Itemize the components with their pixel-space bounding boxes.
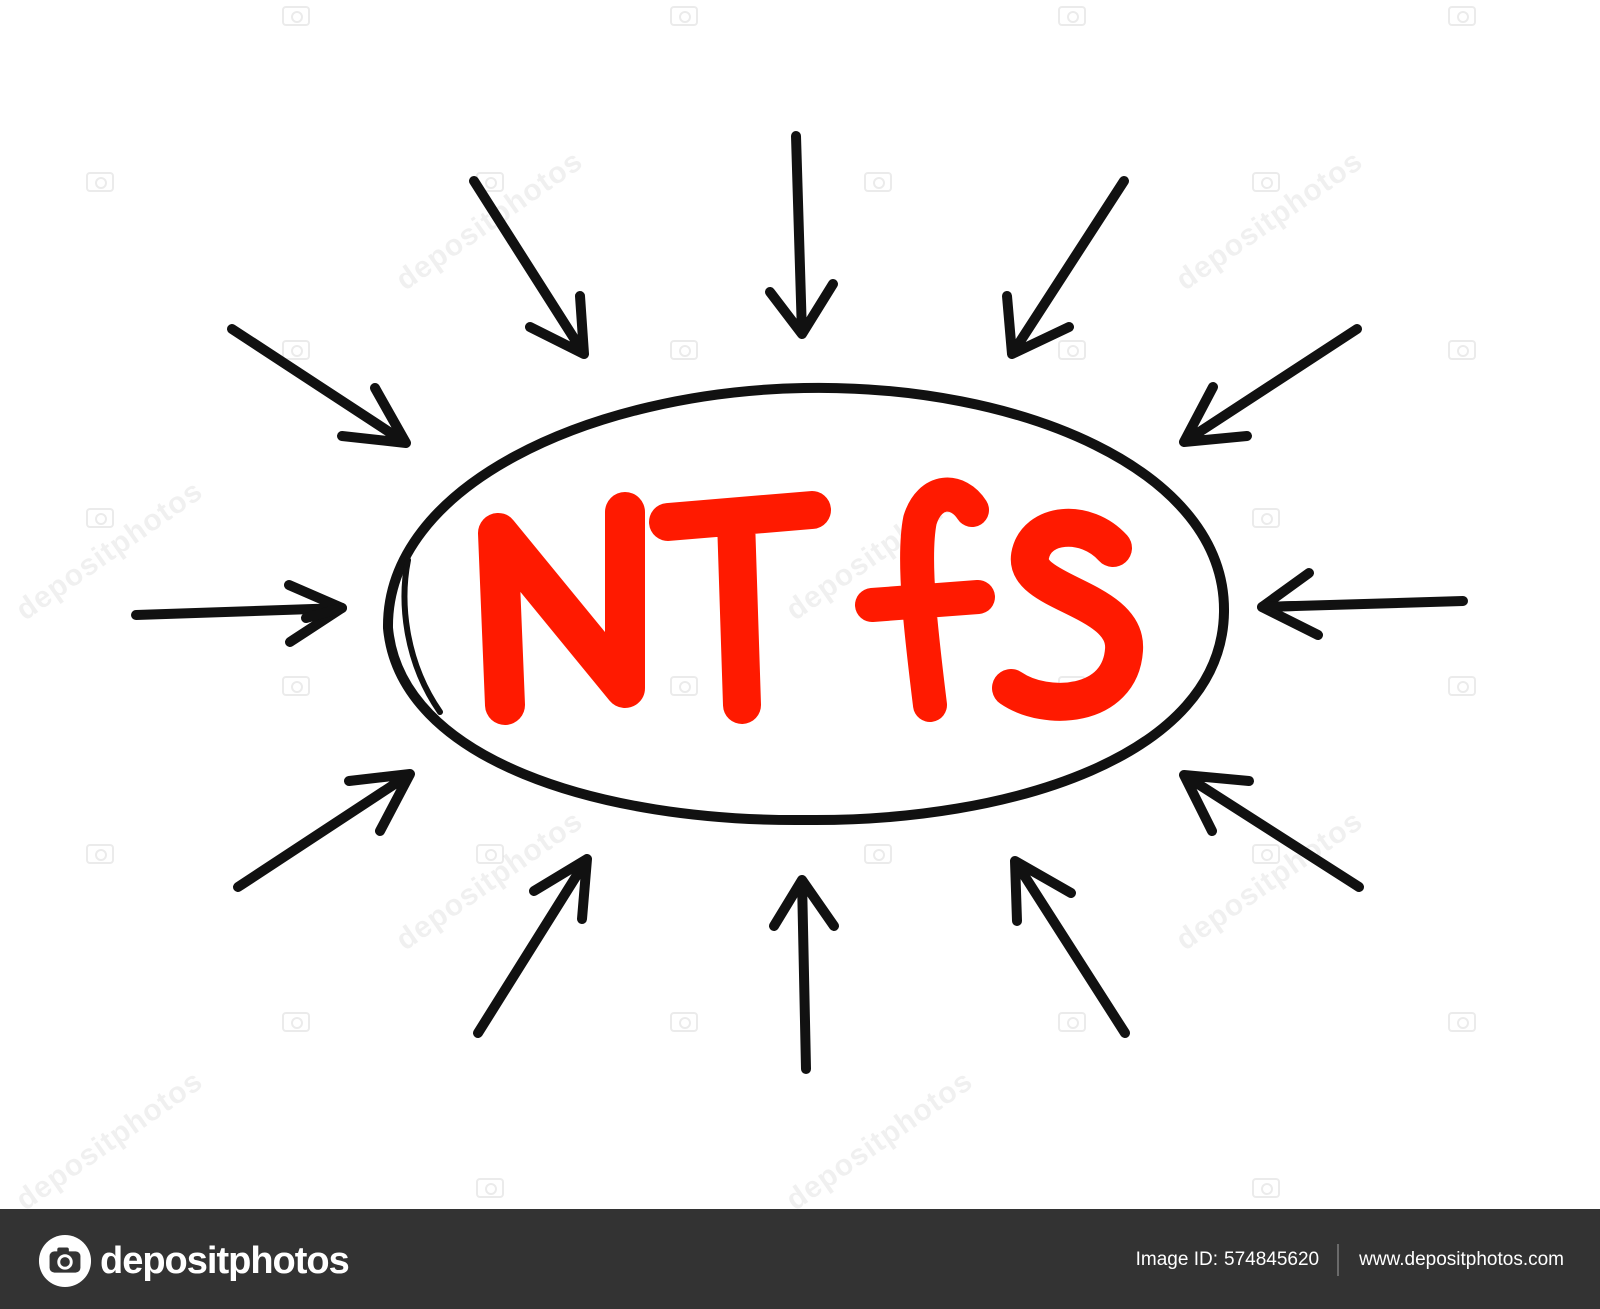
footer-bar: depositphotos Image ID: 574845620 www.de… <box>0 1209 1600 1309</box>
ntfs-lettering <box>478 477 1143 725</box>
arrow-top-right <box>1002 176 1129 359</box>
site-url-link[interactable]: www.depositphotos.com <box>1359 1249 1564 1270</box>
illustration: depositphotos depositphotos depositphoto… <box>10 6 1476 1218</box>
arrow-lower-left <box>233 769 415 892</box>
main-text: NTFS <box>787 632 813 643</box>
arrow-top <box>765 131 838 339</box>
arrow-left-inner <box>301 603 347 623</box>
meta-divider <box>1337 1244 1340 1276</box>
camera-logo-icon <box>38 1234 92 1288</box>
arrow-right-inner <box>1257 601 1301 612</box>
ntfs-diagram: NTFS <box>131 131 1468 1074</box>
arrow-lower-right <box>1179 770 1364 892</box>
arrow-top-left <box>469 176 589 359</box>
arrow-upper-right <box>1179 324 1362 447</box>
ellipse-outline <box>382 382 1230 826</box>
arrow-bottom-left <box>473 854 592 1038</box>
image-id-value: 574845620 <box>1224 1249 1320 1270</box>
brand-logo[interactable]: depositphotos <box>38 1233 350 1289</box>
brand-name: depositphotos <box>100 1239 350 1282</box>
image-id-label: Image ID: <box>1135 1249 1218 1270</box>
arrow-bottom-right <box>1010 856 1130 1038</box>
image-meta: Image ID: 574845620 www.depositphotos.co… <box>1135 1244 1564 1276</box>
arrow-bottom <box>769 875 839 1074</box>
arrow-upper-left <box>227 324 411 448</box>
